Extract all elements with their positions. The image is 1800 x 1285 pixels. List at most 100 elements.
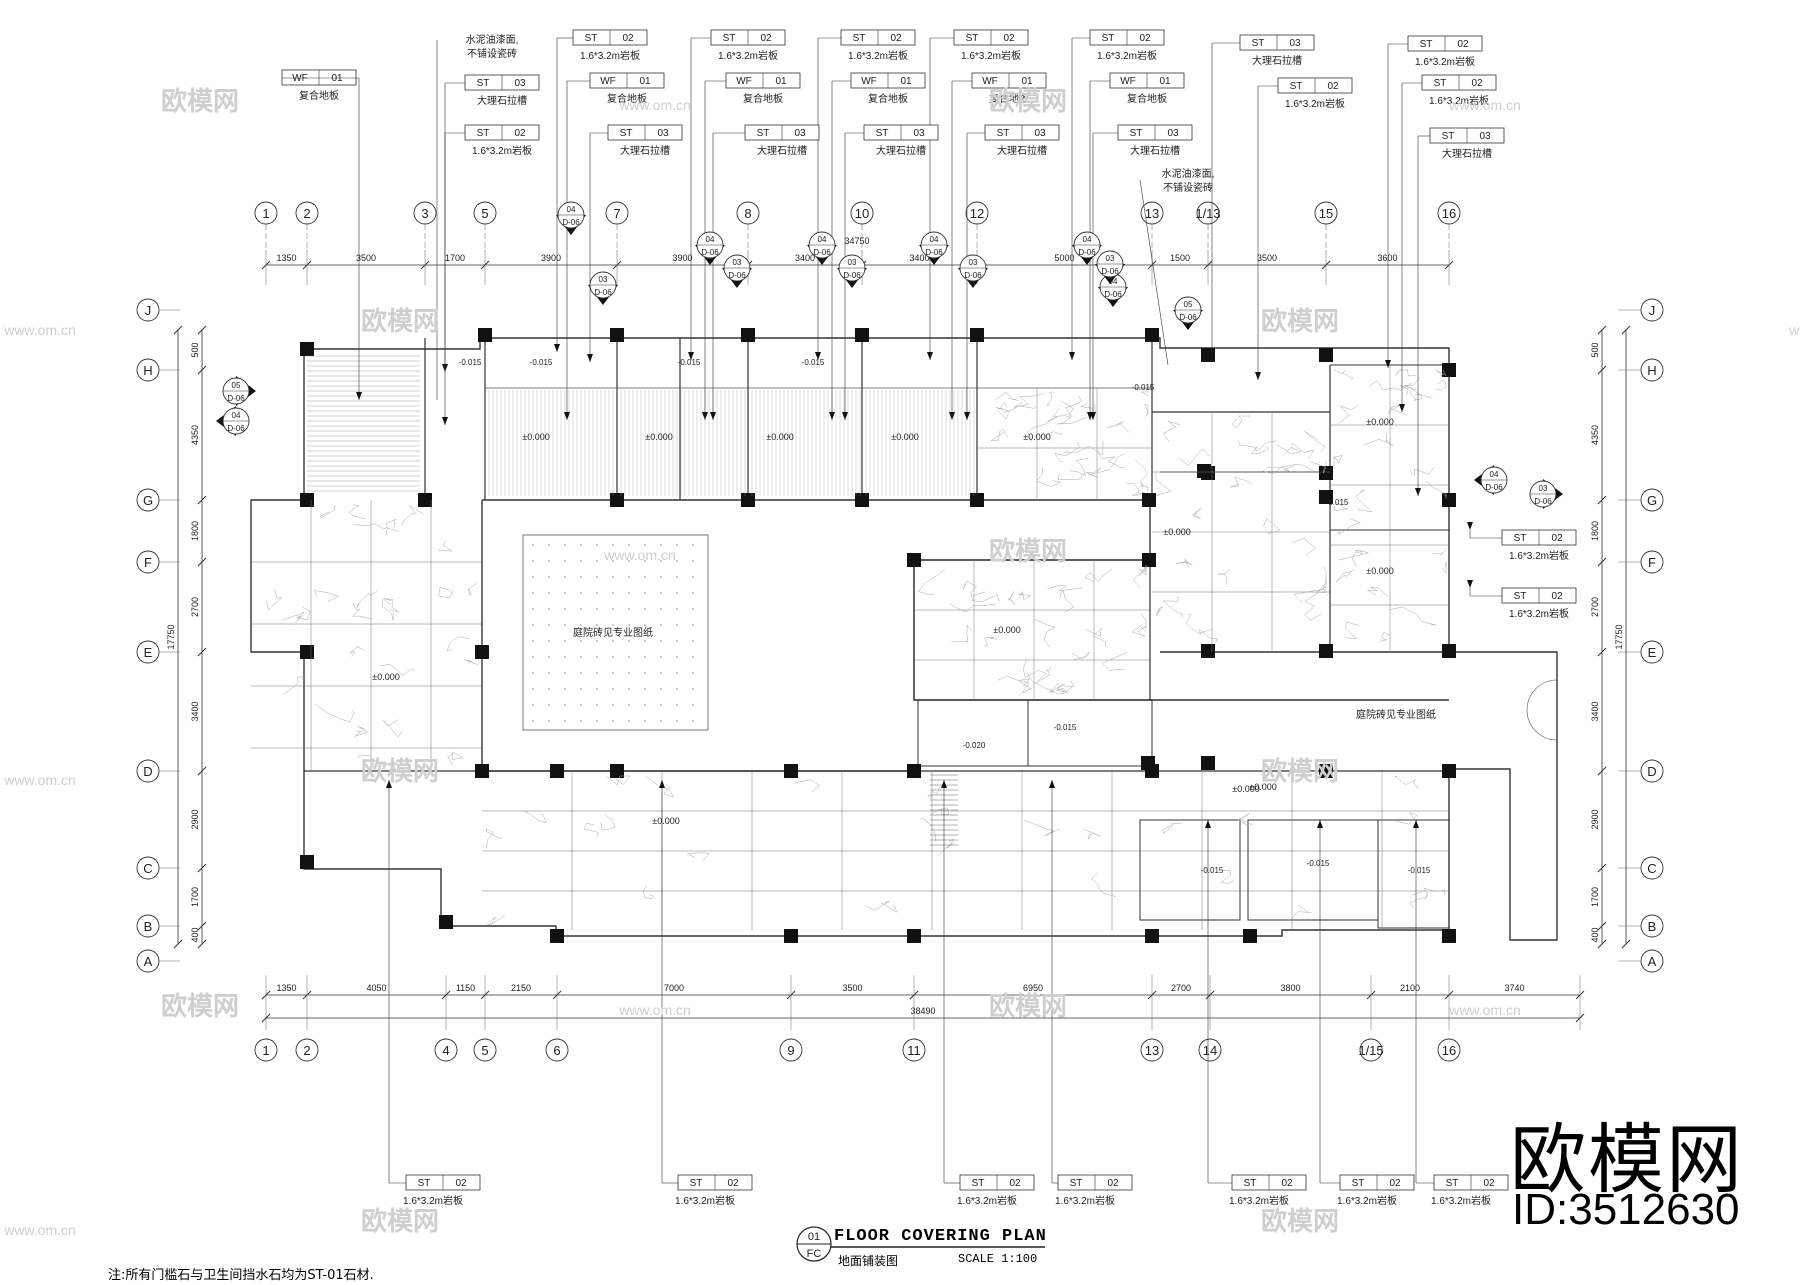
floor-level-label: -0.015 (1201, 866, 1224, 875)
marble-vein (1263, 517, 1281, 535)
marble-vein (984, 637, 998, 647)
courtyard-dot (628, 624, 630, 626)
section-mark-04-west: 04D-06 (216, 406, 250, 436)
callout-arrow (1049, 780, 1055, 788)
courtyard-dot (532, 592, 534, 594)
marble-vein (1034, 666, 1052, 684)
marble-vein (438, 540, 453, 552)
dim-tick (197, 325, 207, 335)
courtyard-dot (612, 656, 614, 658)
marble-vein (1024, 819, 1061, 837)
callout-arrow (1317, 820, 1323, 828)
courtyard-dot (596, 592, 598, 594)
callout-arrow (1087, 412, 1093, 420)
dim-tick (197, 647, 207, 657)
floor-level-label: ±0.000 (652, 816, 679, 826)
callout-code: ST (997, 128, 1010, 139)
callout-code: WF (861, 76, 877, 87)
callout-description: 复合地板 (607, 92, 647, 105)
cement-note: 水泥油漆面, (466, 33, 519, 46)
marble-vein (1106, 421, 1129, 433)
east-courtyard-wall (1160, 651, 1558, 941)
courtyard-dot (676, 656, 678, 658)
structural-column (610, 493, 624, 507)
top-axis-label: 16 (1442, 206, 1456, 221)
watermark-logo: 欧模网 (1261, 306, 1339, 336)
floor-level-label: -0.015 (1307, 859, 1330, 868)
marble-vein (1022, 659, 1048, 681)
callout-description: 1.6*3.2m岩板 (1097, 49, 1157, 62)
structural-column (475, 645, 489, 659)
marble-vein (1315, 584, 1327, 593)
marble-vein (1344, 621, 1359, 640)
floor-level-label: -0.015 (530, 358, 553, 367)
marble-vein (1291, 537, 1317, 557)
bottom-dim-text: 3500 (842, 983, 862, 993)
structural-column (1442, 493, 1456, 507)
bottom-total-dim-text: 38490 (910, 1006, 935, 1016)
callout-description: 大理石拉槽 (477, 94, 527, 107)
marble-vein (348, 504, 366, 519)
callout-arrow (386, 780, 392, 788)
marble-vein (1140, 612, 1147, 629)
watermark-logo: 欧模网 (989, 86, 1067, 116)
callout-code: ST (1070, 1178, 1083, 1189)
room-se-c (1377, 819, 1450, 929)
callout-code: ST (1290, 81, 1303, 92)
structural-column (1319, 490, 1333, 504)
left-row-axis-label: G (143, 493, 153, 508)
courtyard-dot (644, 592, 646, 594)
marble-vein (1291, 905, 1312, 919)
top-axis-label: 1/13 (1195, 206, 1220, 221)
section-number: 04 (1490, 470, 1499, 479)
marble-vein (314, 590, 339, 602)
courtyard-dot (692, 640, 694, 642)
courtyard-dot (628, 672, 630, 674)
courtyard-dot (628, 720, 630, 722)
drawing-subtitle: 地面铺装图 (838, 1254, 899, 1268)
floor-level-label: ±0.000 (1366, 417, 1393, 427)
top-dim-text: 3500 (356, 253, 376, 263)
dim-tick (261, 1013, 271, 1023)
callout-code: ST (690, 1178, 703, 1189)
courtyard-dot (548, 592, 550, 594)
dim-tick (1621, 939, 1631, 949)
courtyard-dot (548, 560, 550, 562)
callout-arrow (1205, 820, 1211, 828)
right-dim-text: 3400 (1590, 701, 1600, 721)
section-mark-04: 04D-06 (919, 231, 949, 265)
floor-level-label: ±0.000 (1249, 782, 1276, 792)
structural-column (610, 328, 624, 342)
structural-column (855, 328, 869, 342)
callout-description: 复合地板 (299, 89, 339, 102)
watermark-logo: 欧模网 (361, 756, 439, 786)
marble-vein (607, 775, 631, 786)
top-dim-text: 3900 (541, 253, 561, 263)
courtyard-dot (660, 592, 662, 594)
callout-description: 1.6*3.2m岩板 (1431, 1194, 1491, 1207)
bottom-dim-text: 2150 (511, 983, 531, 993)
callout-description: 1.6*3.2m岩板 (580, 49, 640, 62)
dim-tick (1597, 647, 1607, 657)
watermark-site: www.om.cn (1788, 322, 1800, 338)
courtyard-dot (564, 704, 566, 706)
left-row-axis-label: F (144, 555, 152, 570)
courtyard-dot (692, 656, 694, 658)
marble-vein (1176, 559, 1193, 567)
marble-vein (1217, 569, 1231, 585)
floor-level-label: ±0.000 (1023, 432, 1050, 442)
marble-vein (920, 818, 937, 842)
section-ref: D-06 (1104, 290, 1122, 299)
marble-vein (1409, 892, 1428, 910)
courtyard-dot (564, 688, 566, 690)
marble-vein (1334, 518, 1361, 537)
callout-arrow (1399, 404, 1405, 412)
courtyard-dot (612, 624, 614, 626)
callout-number: 01 (639, 76, 651, 87)
marble-vein (1351, 549, 1362, 568)
bottom-axis-bubble (1198, 1038, 1222, 1062)
